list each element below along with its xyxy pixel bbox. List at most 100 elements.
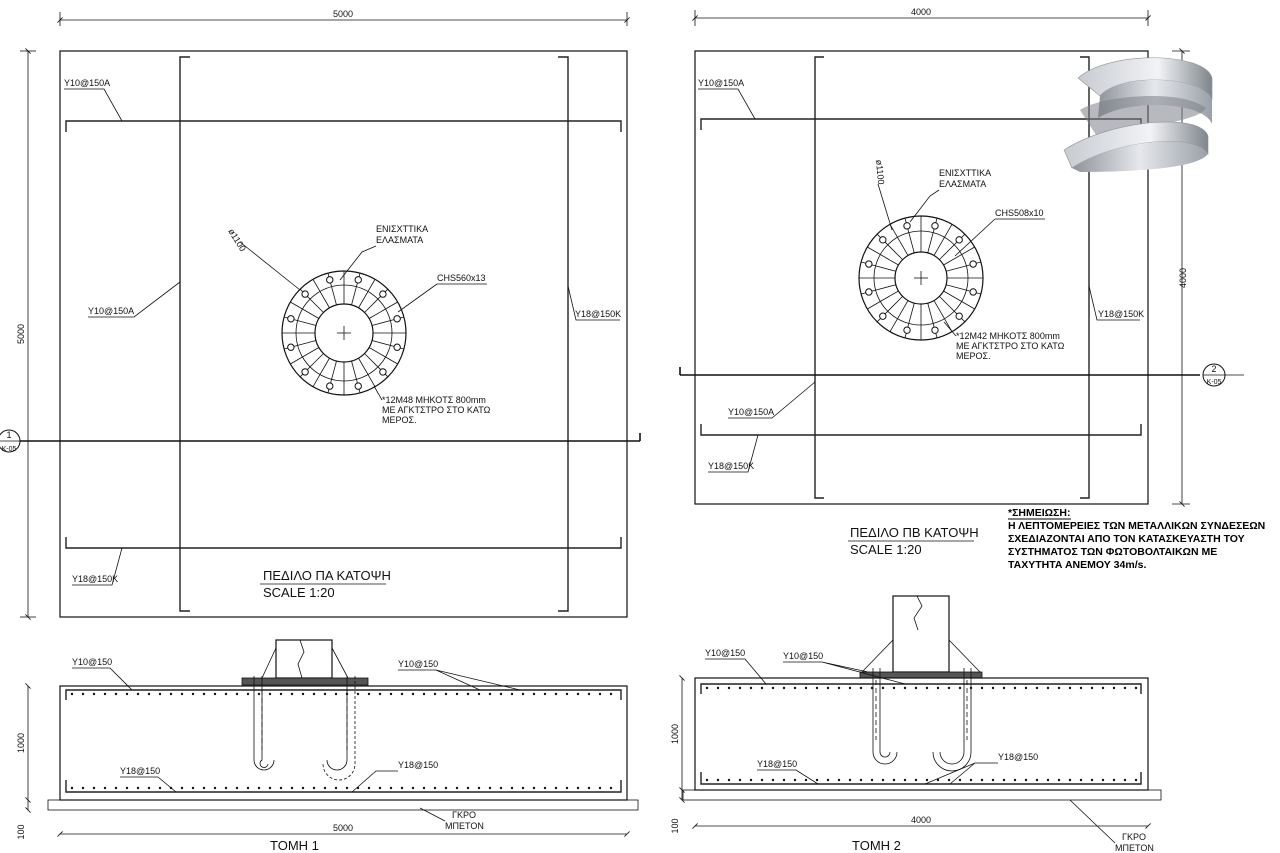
rebar-dot	[477, 786, 481, 790]
plan-pa-rebar-mid-label: Y10@150A	[88, 306, 134, 316]
section-1-dim-width: 5000	[333, 823, 353, 833]
plan-pa-dim-left: 5000	[16, 48, 36, 620]
plan-pb-section-no: 2	[1211, 364, 1216, 374]
rebar-dot	[771, 778, 775, 782]
rebar-dot	[213, 786, 217, 790]
rebar-dot	[334, 692, 338, 696]
rebar-dot	[609, 692, 613, 696]
rebar-dot	[848, 778, 852, 782]
rebar-dot	[1035, 778, 1039, 782]
rebar-dot	[859, 686, 863, 690]
rebar-dot	[521, 692, 525, 696]
plan-pb: 4000 4000 2 K-05 Y10@150A Y10@150A Y18@1…	[679, 7, 1244, 557]
rebar-dot	[411, 786, 415, 790]
rebar-dot	[235, 692, 239, 696]
rebar-dot	[81, 692, 85, 696]
rebar-dot	[837, 778, 841, 782]
plan-pb-scale: SCALE 1:20	[850, 542, 922, 557]
stiffener-rib	[889, 224, 909, 256]
rebar-dot	[1079, 778, 1083, 782]
section-2-bottom-rebar	[700, 772, 1142, 785]
section-2-anchor-bolts	[872, 668, 972, 772]
plan-pa: 5000 5000 1 K-05 Y10@150A Y10@150A	[0, 9, 641, 620]
plan-pa-section-sheet: K-05	[2, 446, 17, 453]
stiffener-rib	[368, 347, 398, 365]
rebar-dot	[290, 692, 294, 696]
rebar-dot	[716, 778, 720, 782]
rebar-dot	[444, 692, 448, 696]
section-1-footing	[59, 685, 628, 801]
anchor-bolt-hole	[354, 276, 362, 284]
section-1-blinding-line1: ΓΚΡΟ	[452, 810, 476, 820]
rebar-dot	[705, 686, 709, 690]
rebar-dot	[1079, 686, 1083, 690]
section-1-dim-height: 1000	[16, 733, 26, 753]
section-2-blinding	[682, 789, 1162, 801]
rebar-dot	[543, 786, 547, 790]
rebar-dot	[70, 786, 74, 790]
rebar-dot	[826, 778, 830, 782]
section-2-blinding-line2: ΜΠΕΤΟΝ	[1115, 843, 1154, 853]
note-line2: ΣΧΕΔΙΑΖΟΝΤΑΙ ΑΠΟ ΤΟΝ ΚΑΤΑΣΚΕΥΑΣΤΗ ΤΟΥ	[1008, 533, 1245, 545]
rebar-dot	[1013, 778, 1017, 782]
rebar-dot	[1101, 778, 1105, 782]
rebar-dot	[499, 692, 503, 696]
plan-pa-diameter-label: ø1100	[226, 227, 248, 253]
plan-pb-rebar-right-label: Y18@150K	[1098, 309, 1144, 319]
anchor-bolt-hole	[301, 368, 309, 376]
note-line4: ΤΑΧΥΤΗΤΑ ΑΝΕΜΟΥ 34m/s.	[1008, 559, 1146, 571]
rebar-dot	[980, 686, 984, 690]
rebar-dot	[147, 786, 151, 790]
rebar-dot	[378, 786, 382, 790]
rebar-dot	[881, 686, 885, 690]
rebar-dot	[235, 786, 239, 790]
rebar-dot	[125, 786, 129, 790]
rebar-dot	[389, 692, 393, 696]
rebar-dot	[793, 778, 797, 782]
rebar-dot	[114, 692, 118, 696]
anchor-bolt-hole	[865, 260, 873, 268]
rebar-dot	[400, 692, 404, 696]
rebar-dot	[466, 786, 470, 790]
rebar-dot	[477, 692, 481, 696]
plan-pa-chs-label: CHS560x13	[437, 273, 486, 283]
rebar-dot	[81, 786, 85, 790]
rebar-dot	[411, 692, 415, 696]
plan-pa-bottom-mesh	[65, 537, 622, 549]
section-1-dim-base: 100	[16, 824, 26, 839]
rebar-dot	[727, 686, 731, 690]
plan-pb-bottom-mesh	[700, 424, 1142, 436]
stiffener-rib	[933, 300, 953, 332]
section-2-rebar-bottom-left: Y18@150	[757, 759, 797, 769]
section-1-rebar-bottom-left: Y18@150	[120, 766, 160, 776]
rebar-dot	[925, 686, 929, 690]
rebar-dot	[257, 786, 261, 790]
section-1-dimensions: 1000 100 5000	[16, 683, 630, 840]
rebar-dot	[312, 786, 316, 790]
rebar-dot	[815, 686, 819, 690]
rebar-dot	[268, 786, 272, 790]
stiffener-rib	[290, 301, 320, 319]
note-line1: Η ΛΕΠΤΟΜΕΡΕΙΕΣ ΤΩΝ ΜΕΤΑΛΛΙΚΩΝ ΣΥΝΔΕΣΕΩΝ	[1008, 520, 1265, 532]
rebar-dot	[892, 686, 896, 690]
rebar-dot	[848, 686, 852, 690]
rebar-dot	[433, 786, 437, 790]
rebar-dot	[914, 778, 918, 782]
rebar-dot	[947, 778, 951, 782]
rebar-dot	[422, 786, 426, 790]
plan-pb-dim-right-label: 4000	[1178, 268, 1188, 288]
plan-pa-bolts-line1: *12M48 ΜΗΚΟΤΣ 800mm	[382, 395, 486, 405]
anchor-bolt-hole	[287, 343, 295, 351]
rebar-dot	[510, 786, 514, 790]
stiffener-rib	[358, 357, 376, 387]
rebar-dot	[749, 686, 753, 690]
rebar-dot	[1068, 778, 1072, 782]
note-line3: ΣΥΣΤΗΜΑΤΟΣ ΤΩΝ ΦΩΤΟΒΟΛΤΑΙΚΩΝ ΜΕ	[1008, 546, 1217, 558]
rebar-dot	[1002, 778, 1006, 782]
stiffener-rib	[867, 290, 899, 310]
anchor-bolt-hole	[379, 290, 387, 298]
rebar-dot	[521, 786, 525, 790]
rebar-dot	[826, 686, 830, 690]
rebar-dot	[213, 692, 217, 696]
rebar-dot	[804, 778, 808, 782]
